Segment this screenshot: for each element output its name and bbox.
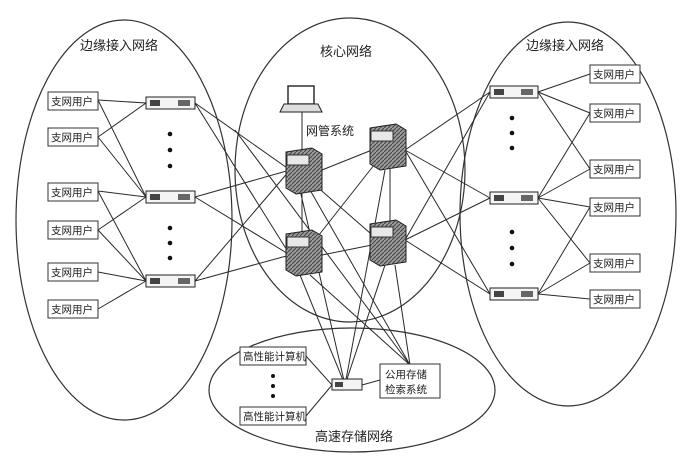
svg-text:高性能计算机: 高性能计算机	[243, 350, 306, 363]
user-box: 支网用户	[589, 159, 641, 179]
storage-zone	[208, 327, 496, 453]
svg-text:支网用户: 支网用户	[593, 257, 635, 270]
left-edge-zone	[15, 19, 233, 421]
core-routers	[285, 123, 407, 277]
hpc-box: 高性能计算机	[239, 346, 307, 366]
user-box: 支网用户	[47, 262, 99, 282]
svg-text:支网用户: 支网用户	[51, 303, 93, 316]
left-zone-title: 边缘接入网络	[80, 38, 158, 54]
svg-text:支网用户: 支网用户	[593, 293, 635, 306]
router-icon	[369, 123, 407, 171]
right-edge-zone	[459, 21, 677, 407]
ellipsis-dots	[167, 131, 173, 261]
storage-zone-title: 高速存储网络	[315, 429, 393, 445]
svg-text:支网用户: 支网用户	[593, 201, 635, 214]
svg-text:支网用户: 支网用户	[51, 95, 93, 108]
right-zone-title: 边缘接入网络	[526, 38, 604, 54]
svg-text:支网用户: 支网用户	[593, 68, 635, 81]
user-box: 支网用户	[589, 64, 641, 84]
svg-text:公用存储: 公用存储	[385, 368, 427, 381]
user-box: 支网用户	[589, 289, 641, 309]
user-box: 支网用户	[47, 220, 99, 240]
switch-icon	[145, 96, 196, 110]
storage-network: 高性能计算机 高性能计算机 公用存储 检索系统	[239, 346, 441, 426]
svg-text:支网用户: 支网用户	[593, 107, 635, 120]
switch-icon	[489, 191, 539, 205]
hpc-box: 高性能计算机	[239, 406, 307, 426]
switch-icon	[145, 274, 196, 288]
user-box: 支网用户	[47, 182, 99, 202]
management-system-label: 网管系统	[306, 123, 354, 138]
links	[97, 73, 591, 417]
svg-text:高性能计算机: 高性能计算机	[243, 410, 306, 423]
svg-text:支网用户: 支网用户	[51, 186, 93, 199]
svg-text:支网用户: 支网用户	[593, 163, 635, 176]
router-icon	[369, 219, 407, 267]
svg-text:支网用户: 支网用户	[51, 224, 93, 237]
svg-text:检索系统: 检索系统	[385, 383, 427, 396]
storage-system-box: 公用存储 检索系统	[379, 363, 441, 399]
router-icon	[285, 147, 323, 195]
switch-icon	[145, 190, 196, 204]
right-users: 支网用户 支网用户 支网用户 支网用户 支网用户 支网用户	[589, 64, 641, 309]
user-box: 支网用户	[589, 103, 641, 123]
user-box: 支网用户	[47, 127, 99, 147]
ellipsis-dots	[509, 115, 515, 267]
core-zone-title: 核心网络	[320, 44, 372, 60]
left-users: 支网用户 支网用户 支网用户 支网用户 支网用户 支网用户	[47, 91, 99, 319]
user-box: 支网用户	[589, 253, 641, 273]
right-switches	[489, 85, 539, 301]
router-icon	[285, 229, 323, 277]
switch-icon	[331, 378, 363, 391]
switch-icon	[489, 85, 539, 99]
svg-text:支网用户: 支网用户	[51, 266, 93, 279]
left-switches	[145, 96, 196, 288]
core-zone	[234, 17, 466, 323]
user-box: 支网用户	[47, 91, 99, 111]
ellipsis-dots	[271, 374, 275, 398]
user-box: 支网用户	[589, 197, 641, 217]
svg-text:支网用户: 支网用户	[51, 131, 93, 144]
switch-icon	[489, 287, 539, 301]
laptop-icon	[279, 85, 323, 113]
user-box: 支网用户	[47, 299, 99, 319]
